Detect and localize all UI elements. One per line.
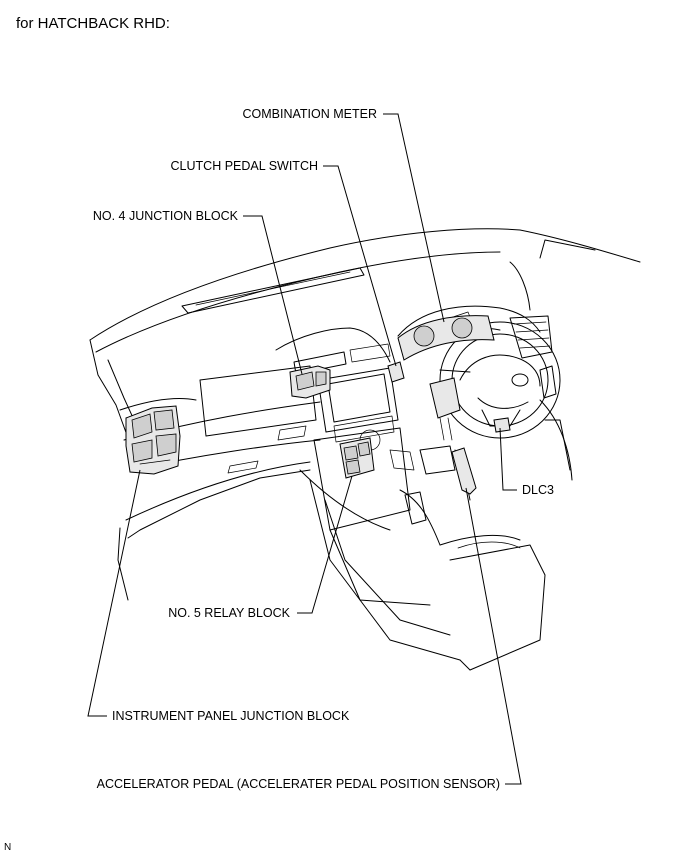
steering-column-parts — [429, 377, 461, 441]
label-clutch-pedal-switch: CLUTCH PEDAL SWITCH — [171, 159, 318, 173]
instrument-panel-junction-block-part — [125, 405, 181, 475]
label-no5-relay-block: NO. 5 RELAY BLOCK — [168, 606, 290, 620]
label-instrument-panel-junction-block: INSTRUMENT PANEL JUNCTION BLOCK — [112, 709, 350, 723]
label-no4-junction-block: NO. 4 JUNCTION BLOCK — [93, 209, 239, 223]
label-accelerator-pedal: ACCELERATOR PEDAL (ACCELERATER PEDAL POS… — [97, 777, 500, 791]
clutch-pedal-switch-part — [387, 361, 405, 383]
no4-junction-block-part — [289, 365, 331, 399]
no5-relay-block-part — [339, 437, 375, 479]
dlc3-part — [493, 417, 511, 433]
combination-meter-part — [397, 315, 495, 361]
leader-lines — [87, 113, 522, 785]
diagram-header: for HATCHBACK RHD: — [16, 15, 170, 32]
corner-mark: N — [4, 842, 11, 853]
label-dlc3: DLC3 — [522, 483, 554, 497]
label-combination-meter: COMBINATION METER — [243, 107, 378, 121]
accelerator-pedal-part — [451, 447, 477, 495]
